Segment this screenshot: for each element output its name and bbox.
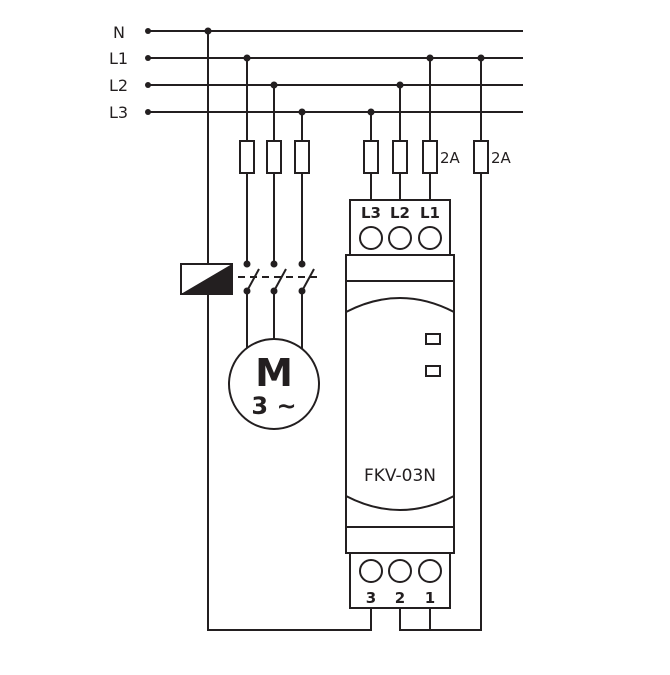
- contact-l1-blade: [246, 268, 260, 292]
- relay-upper-shoulder: [345, 254, 455, 282]
- bus-label-l3: L3: [109, 103, 128, 122]
- fuse-rating-relay-l1: 2A: [440, 149, 461, 167]
- fuses: 2A 2A: [239, 140, 512, 174]
- wire-supply-to-terminal-2: [399, 58, 482, 631]
- relay-module: L3 L2 L1 FKV-03N 3 2 1: [345, 199, 455, 609]
- relay-bottom-terminal-1: 1: [425, 589, 435, 607]
- contact-l2-blade: [273, 268, 287, 292]
- fuse-relay-l1: [422, 140, 438, 174]
- bus-label-l2: L2: [109, 76, 128, 95]
- fuse-supply: [473, 140, 489, 174]
- relay-top-terminal-l3: L3: [361, 204, 381, 222]
- relay-led-1: [425, 333, 441, 345]
- relay-top-terminal-l1: L1: [420, 204, 440, 222]
- contactor-coil-shading: [181, 264, 232, 294]
- fuse-motor-l1: [239, 140, 255, 174]
- relay-screw-3: [359, 559, 383, 583]
- relay-screw-l3: [359, 226, 383, 250]
- supply-bus: N L1 L2 L3: [109, 23, 523, 122]
- contact-l2-top-dot: [270, 260, 278, 268]
- wire-neutral: [207, 31, 372, 631]
- contact-l3-top-dot: [298, 260, 306, 268]
- motor-circle: [228, 338, 320, 430]
- relay-bottom-terminal-3: 3: [366, 589, 376, 607]
- relay-lower-shoulder: [345, 526, 455, 554]
- fuse-relay-l3: [363, 140, 379, 174]
- contact-l1-top-dot: [243, 260, 251, 268]
- motor-symbol: M: [255, 351, 293, 395]
- motor: M 3 ~: [228, 291, 320, 430]
- motor-phase: 3 ~: [251, 392, 296, 420]
- relay-screw-l2: [388, 226, 412, 250]
- fuse-motor-l2: [266, 140, 282, 174]
- fuse-relay-l2: [392, 140, 408, 174]
- contactor: [180, 260, 322, 295]
- relay-screw-1: [418, 559, 442, 583]
- fuse-motor-l3: [294, 140, 310, 174]
- relay-model-label: FKV-03N: [364, 466, 436, 486]
- relay-lower-arc: [345, 494, 455, 527]
- fuse-rating-supply: 2A: [491, 149, 512, 167]
- relay-upper-arc: [345, 281, 455, 314]
- bus-label-n: N: [113, 23, 125, 42]
- relay-led-2: [425, 365, 441, 377]
- contact-l3-blade: [301, 268, 315, 292]
- relay-bottom-terminal-2: 2: [395, 589, 405, 607]
- bus-label-l1: L1: [109, 49, 128, 68]
- relay-top-terminal-l2: L2: [390, 204, 410, 222]
- relay-screw-l1: [418, 226, 442, 250]
- relay-body: [345, 280, 455, 528]
- relay-screw-2: [388, 559, 412, 583]
